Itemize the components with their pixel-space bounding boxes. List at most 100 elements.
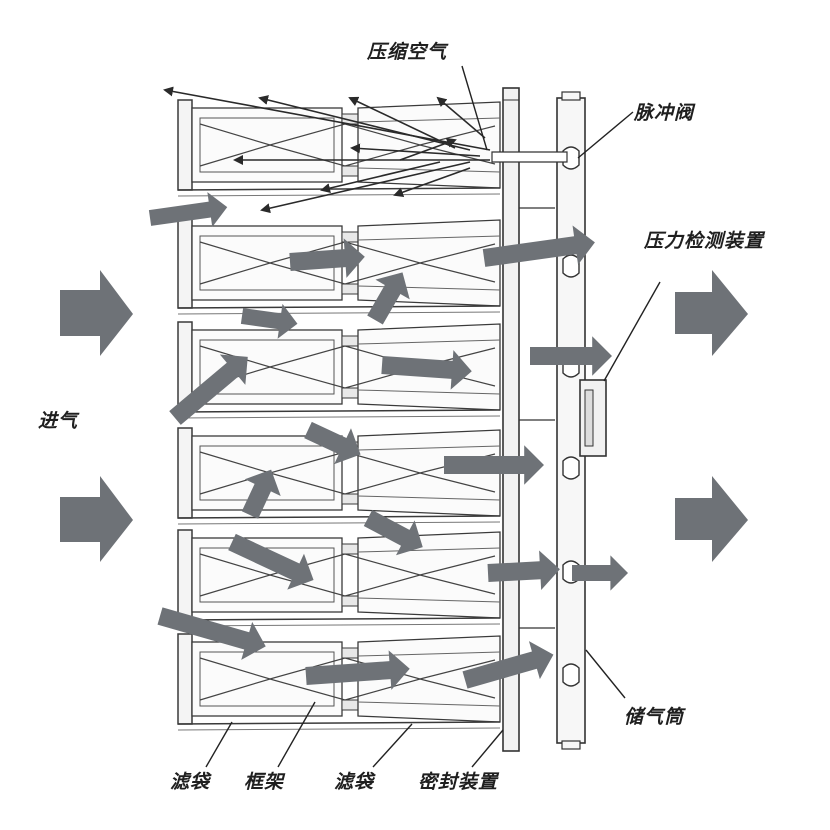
label-inlet-air: 进气 xyxy=(38,410,79,432)
frame-left-post xyxy=(177,633,193,725)
flow-arrow xyxy=(487,550,560,591)
outlet-arrow-bottom xyxy=(675,476,748,562)
frame-rail xyxy=(177,623,501,627)
label-filter-bag-left: 滤袋 xyxy=(170,771,211,793)
frame-connector xyxy=(341,335,359,347)
filter-bag-inner xyxy=(199,547,335,603)
pulse-valve xyxy=(562,456,580,480)
frame-rail xyxy=(177,415,501,419)
bag-seam xyxy=(357,651,501,657)
frame-box xyxy=(191,107,343,183)
label-compressed-air: 压缩空气 xyxy=(367,41,448,63)
label-seal-device: 密封装置 xyxy=(418,771,499,793)
leader-frame xyxy=(277,701,316,768)
pulse-valve-body xyxy=(562,456,580,480)
label-air-reservoir: 储气筒 xyxy=(624,706,685,728)
outlet-arrow-top xyxy=(675,270,748,356)
flow-arrow xyxy=(305,650,410,690)
flow-arrow xyxy=(289,238,365,278)
flow-arrow xyxy=(381,350,472,390)
bag-seam xyxy=(357,117,501,123)
frame-connector xyxy=(341,387,359,399)
bag-zigzag xyxy=(199,574,496,597)
pulse-valve-body xyxy=(562,663,580,687)
flow-arrow xyxy=(482,225,595,267)
frame-connector xyxy=(341,283,359,295)
frame-left-post xyxy=(177,427,193,519)
pressure-detector-box xyxy=(579,379,607,457)
flow-arrow xyxy=(363,510,423,556)
frame-rail xyxy=(177,187,501,191)
frame-rail xyxy=(177,409,501,413)
frame-rail xyxy=(177,193,501,197)
frame-rail xyxy=(177,727,501,731)
label-pressure-detector: 压力检测装置 xyxy=(644,230,765,252)
bag-seam xyxy=(357,167,501,173)
label-frame: 框架 xyxy=(244,771,285,793)
frame-left-post xyxy=(177,99,193,191)
jet-arrow xyxy=(258,95,471,151)
filter-module xyxy=(177,99,501,197)
flow-arrow xyxy=(462,641,554,689)
bag-zigzag xyxy=(199,262,496,285)
frame-rail xyxy=(177,521,501,525)
inlet-arrows xyxy=(60,270,133,562)
flow-arrow xyxy=(148,192,228,228)
label-filter-bag-right: 滤袋 xyxy=(334,771,375,793)
frame-rail xyxy=(177,515,501,519)
outlet-arrows xyxy=(675,270,748,562)
flow-arrow xyxy=(157,607,266,660)
frame-rail xyxy=(177,311,501,315)
bag-seam xyxy=(357,285,501,291)
jet-arrow xyxy=(260,161,471,214)
bag-zigzag xyxy=(199,144,496,167)
jet-arrow xyxy=(436,96,486,139)
flow-arrow xyxy=(572,555,628,591)
flow-arrow xyxy=(367,272,410,325)
bag-zigzag xyxy=(199,657,496,680)
filter-bag-inner xyxy=(199,117,335,173)
flow-arrow xyxy=(241,469,281,519)
leader-compressed-air xyxy=(461,65,488,151)
pulse-valve xyxy=(562,254,580,278)
frame-connector xyxy=(341,699,359,711)
bag-seam xyxy=(357,701,501,707)
inlet-arrow-bottom xyxy=(60,476,133,562)
frame-rail xyxy=(177,305,501,309)
leader-filter-bag-left xyxy=(205,721,233,768)
bag-seam xyxy=(357,597,501,603)
filter-module xyxy=(177,529,501,627)
bag-zigzag xyxy=(199,678,496,701)
frame-connector xyxy=(341,165,359,177)
jet-arrow xyxy=(348,96,456,149)
pulse-valve xyxy=(562,663,580,687)
pulse-jet-arrows xyxy=(163,86,491,214)
frame-connector xyxy=(341,493,359,505)
flow-arrow xyxy=(444,445,544,485)
compressed-air-pipe xyxy=(491,151,568,163)
airflow-arrows xyxy=(148,192,628,690)
flow-arrow xyxy=(304,421,361,465)
inlet-arrow-top xyxy=(60,270,133,356)
leader-filter-bag-right xyxy=(372,723,413,768)
bag-seam xyxy=(357,235,501,241)
filter-bag-section xyxy=(357,531,501,619)
bag-seam xyxy=(357,547,501,553)
frame-connector xyxy=(341,595,359,607)
flow-arrow xyxy=(530,336,612,376)
frame-left-post xyxy=(177,217,193,309)
filter-bag-inner xyxy=(199,445,335,501)
jet-arrow xyxy=(393,167,471,197)
bag-seam xyxy=(357,339,501,345)
leader-air-reservoir xyxy=(585,649,626,699)
filter-bag-inner xyxy=(199,339,335,395)
pulse-valve-body xyxy=(562,254,580,278)
jet-arrow xyxy=(399,138,457,161)
bag-seam xyxy=(357,495,501,501)
bag-zigzag xyxy=(199,553,496,576)
jet-arrow xyxy=(350,143,481,157)
leader-seal-device xyxy=(471,729,504,768)
frame-left-post xyxy=(177,529,193,621)
